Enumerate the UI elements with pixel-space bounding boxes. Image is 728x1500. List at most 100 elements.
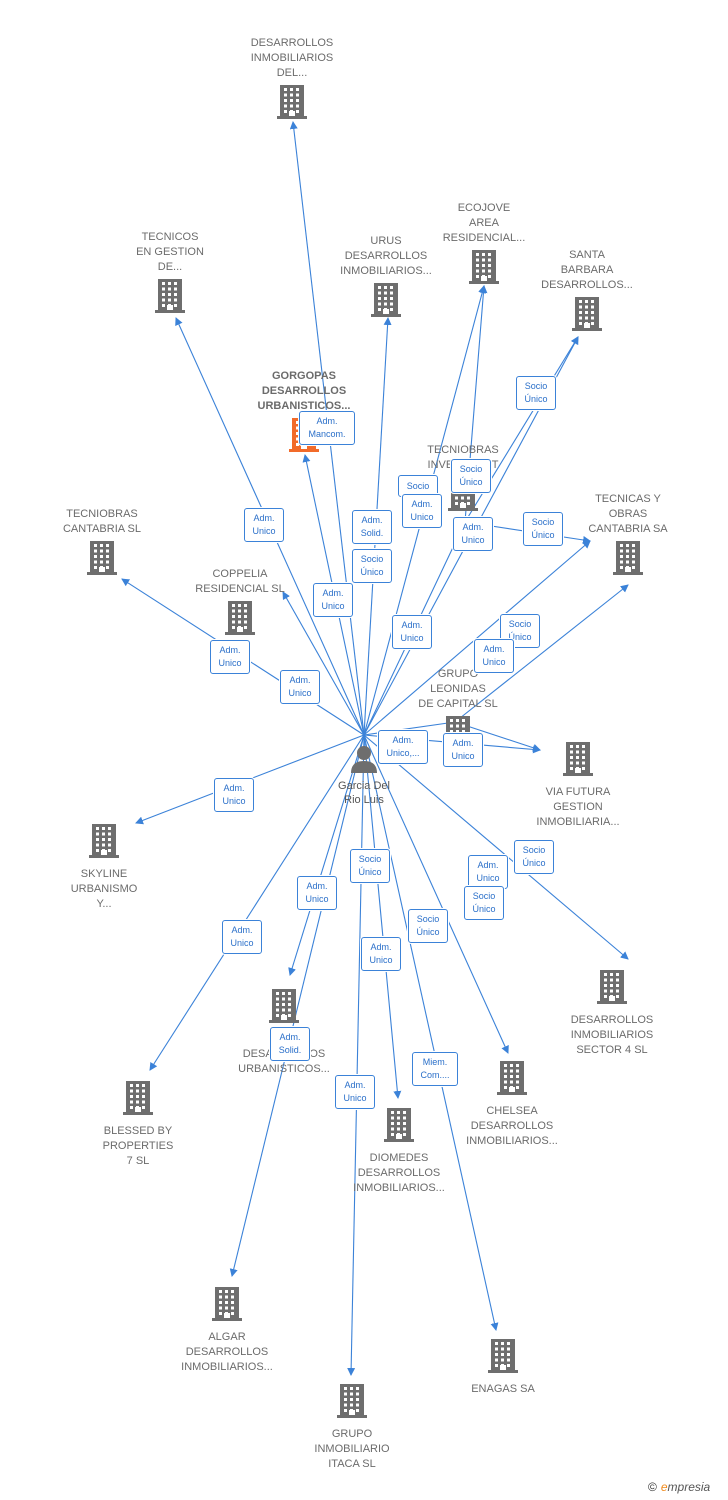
company-desarrollos-del[interactable]: DESARROLLOS INMOBILIARIOS DEL... (232, 36, 352, 128)
company-skyline[interactable]: SKYLINE URBANISMO Y... (44, 820, 164, 912)
building-icon (563, 742, 593, 781)
building-icon (277, 85, 307, 124)
building-icon (572, 297, 602, 336)
company-label: ENAGAS SA (471, 1383, 535, 1395)
role-label[interactable]: Adm. Unico (443, 733, 483, 767)
company-coppelia[interactable]: COPPELIA RESIDENCIAL SL (180, 567, 300, 644)
company-enagas[interactable]: ENAGAS SA (443, 1335, 563, 1397)
company-urus[interactable]: URUS DESARROLLOS INMOBILIARIOS... (326, 234, 446, 326)
role-label[interactable]: Socio Único (464, 886, 504, 920)
company-label: ECOJOVE AREA RESIDENCIAL... (442, 202, 526, 244)
role-label[interactable]: Adm. Unico (468, 855, 508, 889)
building-icon (597, 970, 627, 1009)
building-icon (488, 1339, 518, 1378)
role-label[interactable]: Socio Único (514, 840, 554, 874)
building-icon (89, 824, 119, 863)
building-icon (155, 279, 185, 318)
role-label[interactable]: Adm. Unico (474, 639, 514, 673)
role-label[interactable]: Adm. Unico,... (378, 730, 428, 764)
company-label: TECNICOS EN GESTION DE... (136, 231, 204, 273)
edge-line (363, 734, 499, 1331)
company-label: VIA FUTURA GESTION INMOBILIARIA... (536, 786, 620, 828)
edge-line (454, 584, 629, 723)
building-icon (225, 601, 255, 640)
role-label[interactable]: Adm. Unico (214, 778, 254, 812)
copyright-symbol: © (648, 1480, 657, 1494)
role-label[interactable]: Adm. Unico (392, 615, 432, 649)
company-label: GRUPO INMOBILIARIO ITACA SL (314, 1428, 390, 1470)
role-label[interactable]: Socio Único (500, 614, 540, 648)
company-label: SANTA BARBARA DESARROLLOS... (541, 249, 633, 291)
building-icon (371, 283, 401, 322)
building-icon (212, 1287, 242, 1326)
role-label[interactable]: Socio Único (523, 512, 563, 546)
company-sector4[interactable]: DESARROLLOS INMOBILIARIOS SECTOR 4 SL (552, 966, 672, 1058)
edge-line (149, 734, 365, 1071)
role-label[interactable]: Adm. Unico (313, 583, 353, 617)
edge-line (363, 540, 591, 736)
role-label[interactable]: Socio Único (352, 549, 392, 583)
company-label: TECNIOBRAS CANTABRIA SL (62, 508, 142, 535)
role-label[interactable]: Socio Único (516, 376, 556, 410)
company-label: ALGAR DESARROLLOS INMOBILIARIOS... (181, 1331, 273, 1373)
person-icon (351, 746, 377, 773)
building-icon (497, 1061, 527, 1100)
brand-initial: e (660, 1480, 668, 1494)
edge-line (288, 734, 365, 976)
edge-line (347, 734, 365, 1376)
role-label[interactable]: Adm. Mancom. (299, 411, 355, 445)
company-via-futura[interactable]: VIA FUTURA GESTION INMOBILIARIA... (518, 738, 638, 830)
building-icon (87, 541, 117, 580)
role-label[interactable]: Socio Único (350, 849, 390, 883)
company-label: COPPELIA RESIDENCIAL SL (195, 568, 285, 595)
company-blessed[interactable]: BLESSED BY PROPERTIES 7 SL (78, 1077, 198, 1169)
edge-line (363, 734, 629, 960)
building-icon (123, 1081, 153, 1120)
role-label[interactable]: Adm. Unico (361, 937, 401, 971)
company-label: BLESSED BY PROPERTIES 7 SL (102, 1125, 174, 1167)
role-label[interactable]: Adm. Unico (222, 920, 262, 954)
edge-line (229, 734, 365, 1277)
building-icon (613, 541, 643, 580)
role-label[interactable]: Socio Único (451, 459, 491, 493)
edge-line (363, 734, 402, 1099)
company-santa-barbara[interactable]: SANTA BARBARA DESARROLLOS... (527, 248, 647, 340)
role-label[interactable]: Adm. Unico (335, 1075, 375, 1109)
company-tecniobras-cantabria[interactable]: TECNIOBRAS CANTABRIA SL (42, 507, 162, 584)
role-label[interactable]: Adm. Unico (210, 640, 250, 674)
building-icon (384, 1108, 414, 1147)
role-label[interactable]: Adm. Unico (280, 670, 320, 704)
company-label: GORGOPAS DESARROLLOS URBANISTICOS... (257, 370, 351, 412)
role-label[interactable]: Adm. Solid. (352, 510, 392, 544)
edge-line (282, 591, 365, 736)
company-chelsea[interactable]: CHELSEA DESARROLLOS INMOBILIARIOS... (452, 1057, 572, 1149)
brand-logo: empresia (661, 1480, 710, 1494)
company-algar[interactable]: ALGAR DESARROLLOS INMOBILIARIOS... (167, 1283, 287, 1375)
building-icon (269, 989, 299, 1028)
role-label[interactable]: Socio Único (408, 909, 448, 943)
company-label: URUS DESARROLLOS INMOBILIARIOS... (340, 235, 432, 277)
role-label[interactable]: Adm. Solid. (270, 1027, 310, 1061)
company-diomedes[interactable]: DIOMEDES DESARROLLOS INMOBILIARIOS... (339, 1104, 459, 1196)
company-ecojove[interactable]: ECOJOVE AREA RESIDENCIAL... (424, 201, 544, 293)
company-label: DESARROLLOS INMOBILIARIOS SECTOR 4 SL (570, 1014, 654, 1056)
company-label: TECNICAS Y OBRAS CANTABRIA SA (588, 493, 668, 535)
brand-footer: © empresia (648, 1480, 710, 1494)
person-node[interactable]: Garcia Del Rio Luis (324, 744, 404, 807)
role-label[interactable]: Adm. Unico (244, 508, 284, 542)
company-s-urbanisticos[interactable]: S... DESARROLLOS URBANISTICOS... (224, 985, 344, 1077)
role-label[interactable]: Miem. Com.... (412, 1052, 458, 1086)
role-label[interactable]: Adm. Unico (297, 876, 337, 910)
building-icon (337, 1384, 367, 1423)
person-name: Garcia Del Rio Luis (338, 780, 390, 806)
company-itaca[interactable]: GRUPO INMOBILIARIO ITACA SL (292, 1380, 412, 1472)
company-label: SKYLINE URBANISMO Y... (70, 868, 138, 910)
company-tecnicos-gestion[interactable]: TECNICOS EN GESTION DE... (110, 230, 230, 322)
company-label: GRUPO LEONIDAS DE CAPITAL SL (418, 668, 498, 710)
building-icon (469, 250, 499, 289)
role-label[interactable]: Adm. Unico (402, 494, 442, 528)
company-label: DESARROLLOS INMOBILIARIOS DEL... (250, 37, 334, 79)
edge-line (363, 734, 509, 1054)
company-tecnicas-obras[interactable]: TECNICAS Y OBRAS CANTABRIA SA (568, 492, 688, 584)
role-label[interactable]: Adm. Unico (453, 517, 493, 551)
